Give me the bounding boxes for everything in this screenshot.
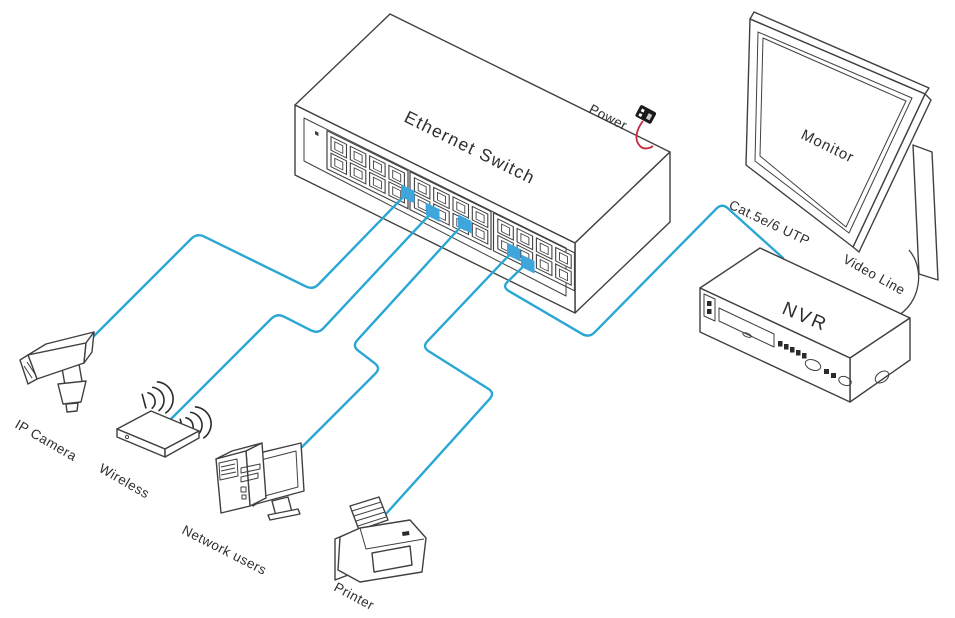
- monitor-icon: Monitor: [745, 11, 939, 281]
- printer-label: Printer: [332, 579, 377, 613]
- active-port-plug: [426, 202, 440, 222]
- cable-ip-camera: [84, 190, 410, 346]
- cable-printer: [383, 248, 516, 517]
- cable-wireless: [169, 209, 435, 421]
- active-port-plug: [401, 184, 415, 204]
- power-wire: [635, 120, 654, 150]
- active-port-plug: [507, 242, 521, 262]
- wireless-router-icon: [116, 381, 212, 458]
- ip-camera-label: IP Camera: [13, 417, 80, 464]
- cable-plugs: [401, 184, 535, 274]
- active-port-plug: [458, 214, 472, 234]
- utp-cables: [84, 190, 785, 517]
- printer-icon: [334, 496, 427, 583]
- cable-nvr: [503, 204, 785, 337]
- wifi-waves-icon: [141, 381, 212, 439]
- wireless-label: Wireless: [97, 461, 153, 502]
- network-users-label: Network users: [180, 522, 269, 577]
- power-plug-icon: [635, 105, 657, 150]
- ethernet-switch-icon: Ethernet Switch: [294, 13, 671, 314]
- desktop-pc-icon: [215, 442, 305, 521]
- active-port-plug: [521, 254, 535, 274]
- nvr-icon: NVR: [699, 247, 911, 403]
- cable-network-users: [300, 220, 467, 449]
- cctv-camera-icon: [19, 331, 95, 413]
